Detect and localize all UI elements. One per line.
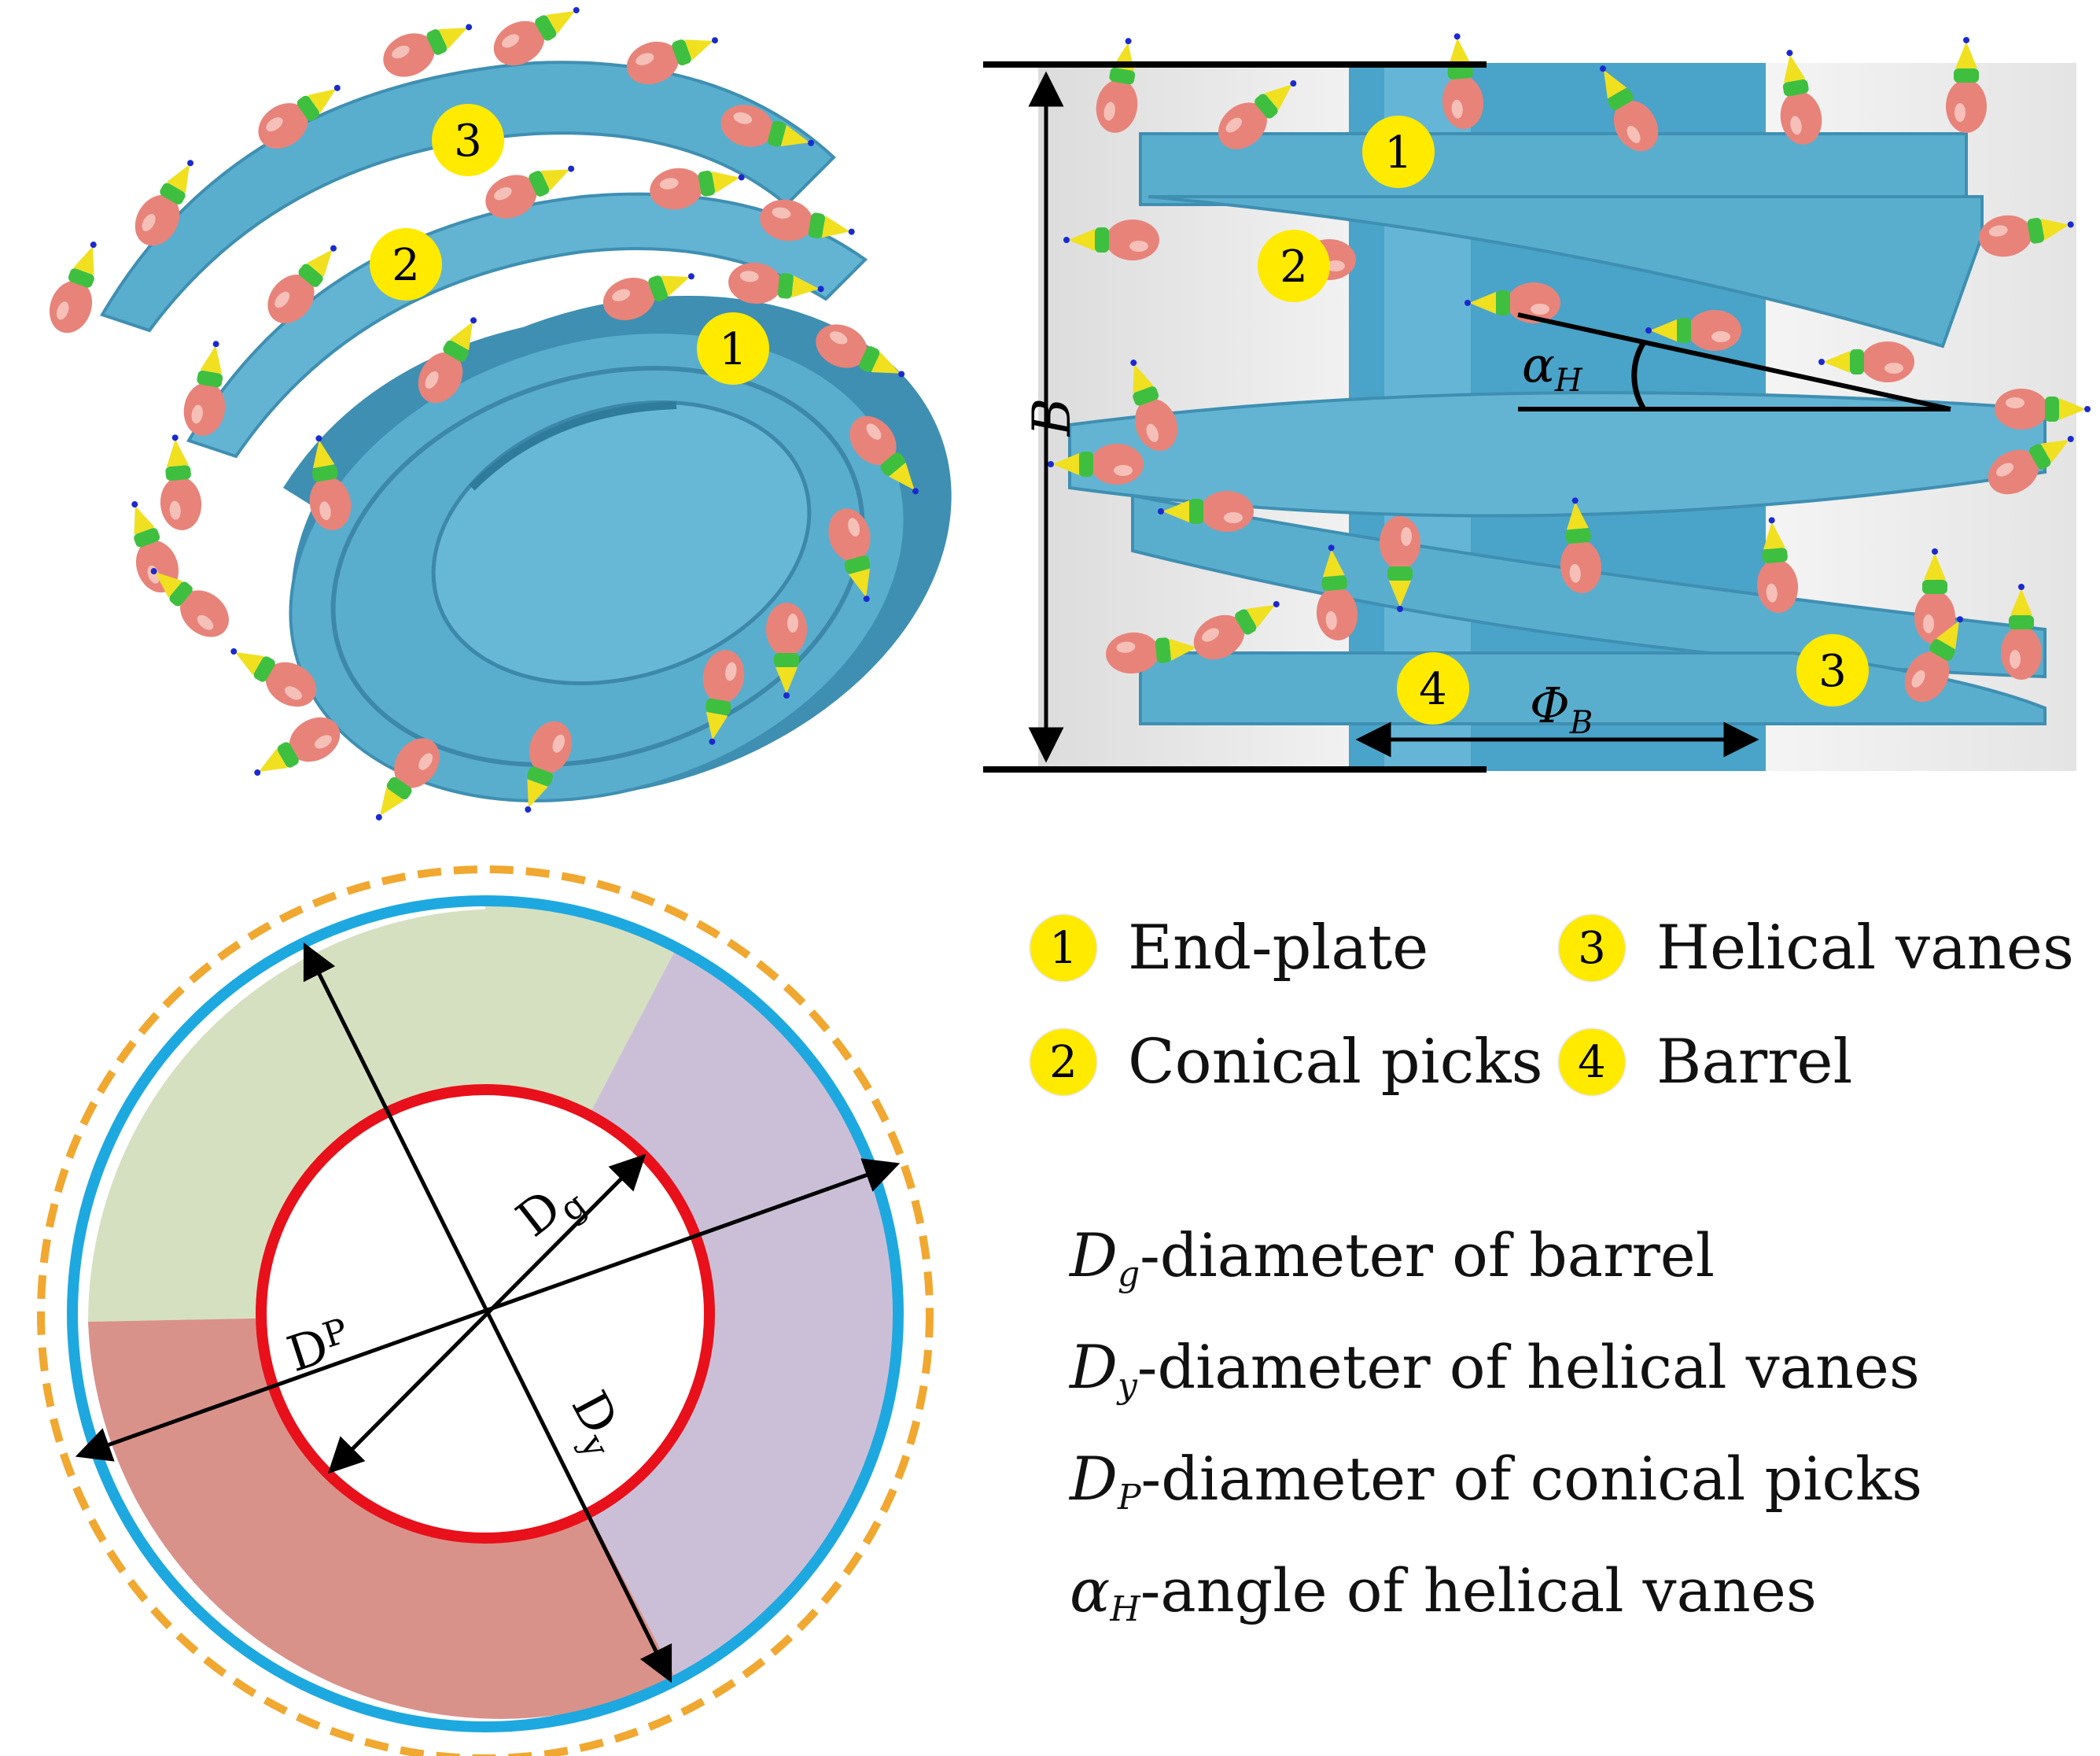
- pick-diameter-ring: [37, 865, 934, 1756]
- legend-badge: 4: [1559, 1029, 1625, 1095]
- callout-badge: 4: [1397, 652, 1469, 725]
- definition-dg: Dg-diameter of barrel: [1070, 1220, 1715, 1294]
- legend-item-barrel: 4 Barrel: [1559, 1023, 1853, 1101]
- legend-label: Conical picks: [1128, 1027, 1543, 1098]
- legend-badge: 1: [1030, 915, 1096, 981]
- drum-front-render: B ΦB αH 1 2 4 3: [983, 31, 2091, 773]
- symbol-definitions: Dg-diameter of barrel Dy-diameter of hel…: [1070, 1200, 2084, 1647]
- legend-badge: 2: [1030, 1029, 1096, 1095]
- helical-vane-3: [100, 61, 836, 333]
- svg-text:4: 4: [1419, 664, 1447, 715]
- helix-angle-label: αH: [1522, 336, 1583, 399]
- legend-item-conical-picks: 2 Conical picks: [1030, 1023, 1543, 1101]
- svg-text:2: 2: [392, 240, 420, 291]
- helix-angle-line: [1517, 312, 1951, 411]
- svg-text:1: 1: [1384, 127, 1413, 179]
- definition-alpha-h: αH-angle of helical vanes: [1070, 1555, 1817, 1629]
- legend-label: End-plate: [1128, 913, 1429, 983]
- end-plate: [1139, 132, 1968, 206]
- height-label-b: B: [1022, 398, 1082, 437]
- drum-isometric-render: 3 2 1: [42, 0, 952, 832]
- callout-badge: 1: [1362, 116, 1435, 188]
- helical-vane-upper: [1148, 195, 1984, 349]
- svg-text:1: 1: [719, 324, 747, 375]
- callout-badge: 2: [1258, 230, 1330, 302]
- end-plate-groove: [330, 366, 865, 767]
- definition-dy: Dy-diameter of helical vanes: [1070, 1332, 1920, 1406]
- svg-text:2: 2: [1280, 242, 1308, 293]
- svg-text:3: 3: [1818, 646, 1847, 697]
- callout-badge: 3: [432, 104, 504, 176]
- end-plate-recess: [431, 400, 812, 686]
- callout-badge: 1: [697, 312, 769, 385]
- legend-item-helical-vanes: 3 Helical vanes: [1559, 909, 2074, 987]
- component-legend: 1 End-plate 3 Helical vanes 2 Conical pi…: [1030, 909, 2084, 1145]
- callout-badge: 3: [1796, 634, 1869, 706]
- helix-angle-arc: [1631, 341, 1646, 411]
- barrel-diameter-label: ΦB: [1530, 677, 1593, 741]
- definition-dp: DP-diameter of conical picks: [1070, 1444, 1923, 1518]
- svg-text:3: 3: [454, 116, 482, 167]
- helical-vane-middle: [1068, 391, 2047, 518]
- callout-badge: 2: [370, 228, 442, 301]
- legend-item-end-plate: 1 End-plate: [1030, 909, 1428, 987]
- dg-dimension-arrow: [327, 1153, 647, 1474]
- legend-label: Helical vanes: [1656, 913, 2074, 983]
- legend-badge: 3: [1559, 915, 1625, 981]
- diameter-circle-diagram: Dg DP Dy: [37, 865, 934, 1756]
- legend-label: Barrel: [1656, 1027, 1853, 1098]
